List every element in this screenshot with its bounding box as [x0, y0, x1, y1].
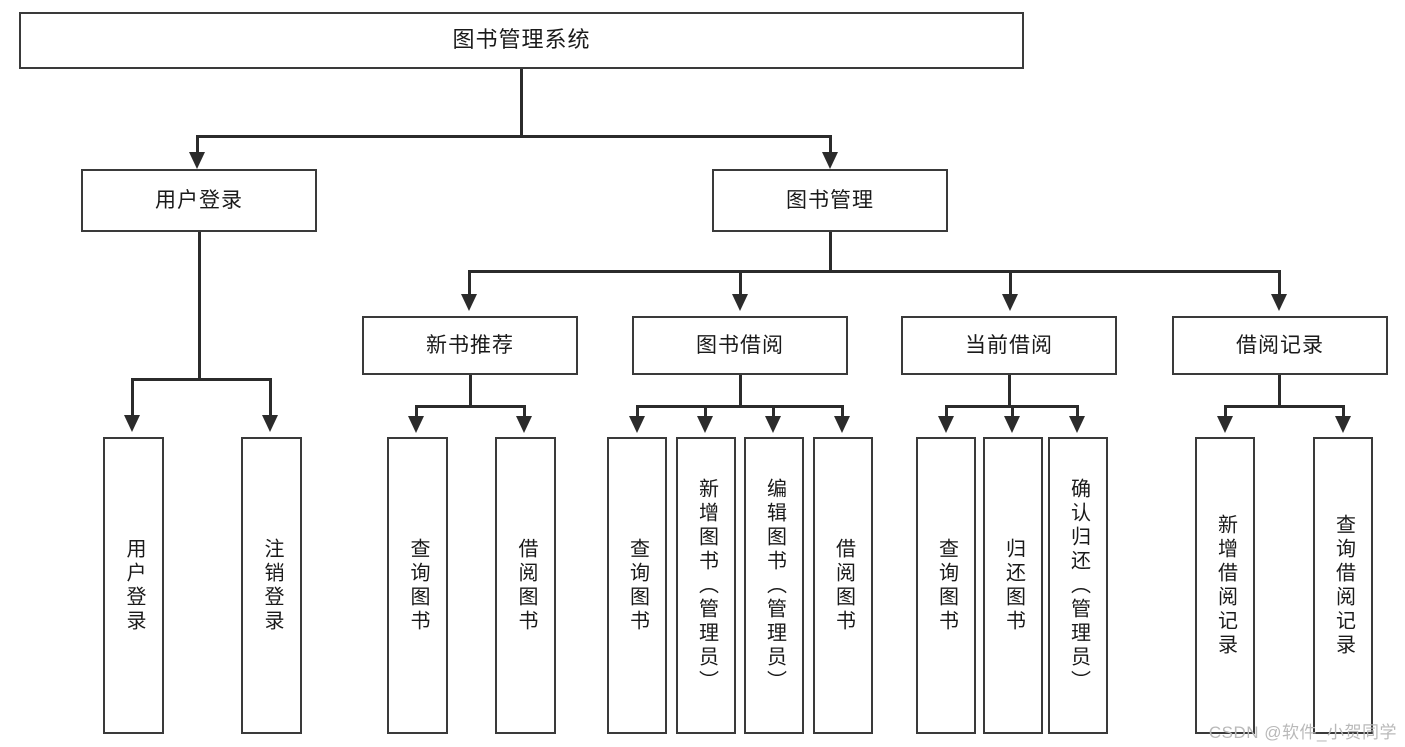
node-label: 确认归还（管理员）: [1067, 477, 1090, 694]
leaf-book-borrow-2[interactable]: 编辑图书（管理员）: [744, 437, 804, 734]
edge-cb-drop-1: [945, 405, 948, 419]
arrowhead-borrow-record: [1271, 294, 1287, 311]
edge-root-to-user-login: [196, 135, 199, 157]
node-user-login[interactable]: 用户登录: [81, 169, 317, 232]
arrowhead-leaf-user-login-1: [262, 415, 278, 432]
edge-root-bus: [196, 135, 831, 138]
node-root-system[interactable]: 图书管理系统: [19, 12, 1024, 69]
node-label: 新增借阅记录: [1214, 513, 1237, 658]
arrowhead-leaf-user-login-0: [124, 415, 140, 432]
edge-root-stem: [520, 69, 523, 137]
arrowhead-leaf-cb-1: [1004, 416, 1020, 433]
arrowhead-leaf-nbr-1: [516, 416, 532, 433]
edge-cb-stem: [1008, 375, 1011, 407]
node-label: 新增图书（管理员）: [695, 477, 718, 694]
edge-user-login-drop-2: [269, 378, 272, 420]
leaf-user-login-0[interactable]: 用户登录: [103, 437, 164, 734]
node-label: 查询借阅记录: [1332, 513, 1355, 658]
edge-nbr-drop-1: [415, 405, 418, 419]
node-label: 图书管理: [786, 188, 874, 212]
leaf-current-borrow-2[interactable]: 确认归还（管理员）: [1048, 437, 1108, 734]
edge-cb-drop-3: [1076, 405, 1079, 419]
leaf-borrow-record-0[interactable]: 新增借阅记录: [1195, 437, 1255, 734]
leaf-book-borrow-0[interactable]: 查询图书: [607, 437, 667, 734]
edge-user-login-bus: [131, 378, 271, 381]
edge-bb-drop-2: [704, 405, 707, 419]
edge-bb-bus: [636, 405, 843, 408]
edge-nbr-stem: [469, 375, 472, 407]
edge-br-bus: [1224, 405, 1344, 408]
edge-book-manage-bus: [468, 270, 1280, 273]
node-label: 图书管理系统: [452, 27, 591, 53]
arrowhead-leaf-bb-2: [765, 416, 781, 433]
leaf-book-borrow-3[interactable]: 借阅图书: [813, 437, 873, 734]
edge-bm-drop-2: [739, 270, 742, 298]
edge-br-drop-2: [1342, 405, 1345, 419]
node-label: 借阅记录: [1236, 333, 1324, 357]
leaf-book-borrow-1[interactable]: 新增图书（管理员）: [676, 437, 736, 734]
edge-br-drop-1: [1224, 405, 1227, 419]
arrowhead-leaf-cb-2: [1069, 416, 1085, 433]
edge-bm-drop-3: [1009, 270, 1012, 298]
edge-bb-drop-1: [636, 405, 639, 419]
edge-bb-drop-3: [772, 405, 775, 419]
node-label: 用户登录: [123, 537, 145, 634]
leaf-user-login-1[interactable]: 注销登录: [241, 437, 302, 734]
node-label: 借阅图书: [515, 537, 537, 634]
arrowhead-book-borrow: [732, 294, 748, 311]
node-label: 归还图书: [1002, 537, 1025, 634]
edge-bm-drop-4: [1278, 270, 1281, 298]
arrowhead-leaf-bb-1: [697, 416, 713, 433]
node-label: 借阅图书: [832, 537, 855, 634]
edge-user-login-stem: [198, 232, 201, 380]
node-label: 查询图书: [935, 537, 958, 634]
node-book-management[interactable]: 图书管理: [712, 169, 948, 232]
arrowhead-current-borrow: [1002, 294, 1018, 311]
edge-book-manage-stem: [829, 232, 832, 272]
arrowhead-leaf-cb-0: [938, 416, 954, 433]
leaf-new-book-recommend-0[interactable]: 查询图书: [387, 437, 448, 734]
node-new-book-recommend[interactable]: 新书推荐: [362, 316, 578, 375]
edge-nbr-drop-2: [523, 405, 526, 419]
arrowhead-new-book-recommend: [461, 294, 477, 311]
edge-cb-drop-2: [1011, 405, 1014, 419]
node-label: 图书借阅: [696, 333, 784, 357]
arrowhead-leaf-br-1: [1335, 416, 1351, 433]
edge-bm-drop-1: [468, 270, 471, 298]
node-label: 当前借阅: [965, 333, 1053, 357]
node-borrow-record[interactable]: 借阅记录: [1172, 316, 1388, 375]
leaf-new-book-recommend-1[interactable]: 借阅图书: [495, 437, 556, 734]
node-label: 查询图书: [626, 537, 649, 634]
arrowhead-leaf-br-0: [1217, 416, 1233, 433]
edge-nbr-bus: [415, 405, 525, 408]
edge-root-to-book-manage: [829, 135, 832, 157]
node-label: 用户登录: [155, 188, 243, 212]
leaf-current-borrow-1[interactable]: 归还图书: [983, 437, 1043, 734]
node-book-borrow[interactable]: 图书借阅: [632, 316, 848, 375]
arrowhead-leaf-bb-3: [834, 416, 850, 433]
edge-user-login-drop-1: [131, 378, 134, 420]
leaf-current-borrow-0[interactable]: 查询图书: [916, 437, 976, 734]
arrowhead-user-login: [189, 152, 205, 169]
node-label: 编辑图书（管理员）: [763, 477, 786, 694]
edge-bb-drop-4: [841, 405, 844, 419]
arrowhead-leaf-nbr-0: [408, 416, 424, 433]
node-label: 新书推荐: [426, 333, 514, 357]
arrowhead-book-manage: [822, 152, 838, 169]
edge-bb-stem: [739, 375, 742, 407]
leaf-borrow-record-1[interactable]: 查询借阅记录: [1313, 437, 1373, 734]
node-label: 注销登录: [261, 537, 283, 634]
arrowhead-leaf-bb-0: [629, 416, 645, 433]
edge-br-stem: [1278, 375, 1281, 407]
node-label: 查询图书: [407, 537, 429, 634]
node-current-borrow[interactable]: 当前借阅: [901, 316, 1117, 375]
